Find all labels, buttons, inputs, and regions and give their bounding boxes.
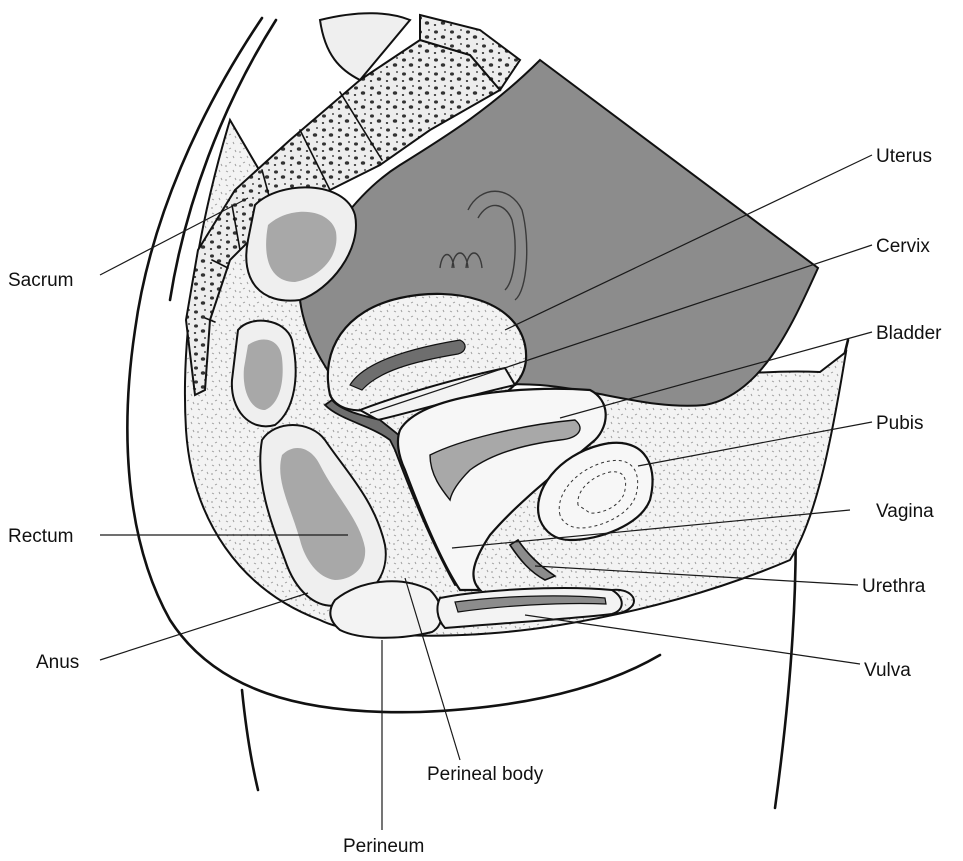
label-pubis: Pubis	[876, 413, 924, 434]
label-uterus: Uterus	[876, 146, 932, 167]
label-urethra: Urethra	[862, 576, 926, 597]
label-bladder: Bladder	[876, 323, 942, 344]
label-anus: Anus	[36, 652, 79, 673]
label-vulva: Vulva	[864, 660, 911, 681]
label-perineum: Perineum	[343, 836, 424, 857]
label-rectum: Rectum	[8, 526, 73, 547]
label-perineal-body: Perineal body	[427, 764, 544, 785]
leader-anus	[100, 593, 308, 660]
label-vagina: Vagina	[876, 501, 934, 522]
label-cervix: Cervix	[876, 236, 930, 257]
label-sacrum: Sacrum	[8, 270, 73, 291]
thigh-back-line	[242, 690, 258, 790]
leader-vulva	[525, 615, 860, 664]
